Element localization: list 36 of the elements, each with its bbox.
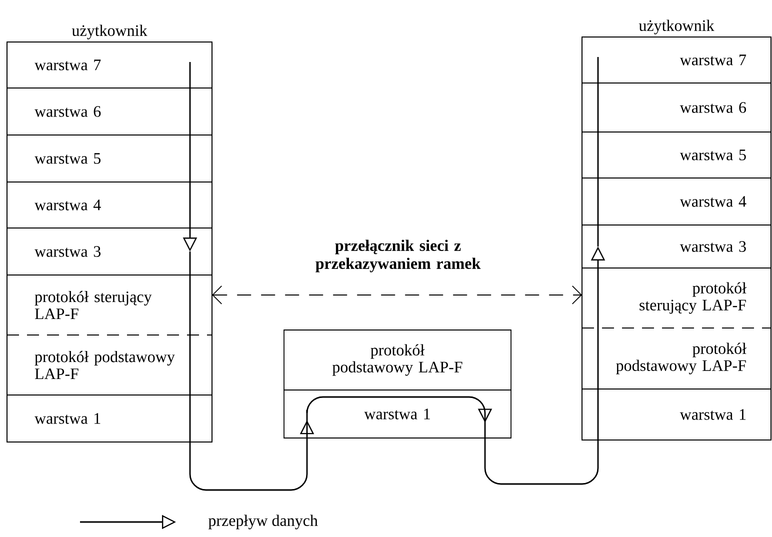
- protocol-box: protokół podstawowy LAP-F: [284, 330, 512, 390]
- layer-row: warstwa 5: [582, 132, 772, 178]
- layer-row: warstwa 7: [6, 42, 212, 88]
- data-flow-line: [189, 365, 191, 418]
- data-flow-line: [597, 202, 599, 246]
- layer-row: protokół podstawowy LAP-F: [6, 334, 212, 396]
- data-flow-line: [306, 396, 599, 485]
- data-flow-line: [189, 305, 191, 365]
- layer-row: warstwa 5: [6, 134, 212, 182]
- legend-text: przepływ danych: [208, 514, 318, 530]
- layer-row: warstwa 1: [6, 394, 212, 442]
- data-flow-line: [597, 57, 599, 108]
- layer-row: protokół sterujący LAP-F: [6, 274, 212, 336]
- data-flow-line: [189, 252, 191, 305]
- node-label: użytkownik: [72, 24, 148, 40]
- layer-row: warstwa 3: [6, 228, 212, 276]
- layer-row: warstwa 6: [582, 82, 772, 132]
- layer-row: protokół sterujący LAP-F: [582, 268, 772, 328]
- layer-row: warstwa 4: [582, 178, 772, 226]
- data-flow-line: [597, 155, 599, 202]
- data-flow-line: [597, 298, 599, 358]
- switch-label: przełącznik sieci z przekazywaniem ramek: [316, 240, 481, 272]
- layer-row: warstwa 3: [582, 224, 772, 268]
- layer-row: protokół podstawowy LAP-F: [582, 328, 772, 390]
- layer-row: warstwa 6: [6, 88, 212, 136]
- node-label: użytkownik: [638, 20, 714, 34]
- protocol-box: warstwa 1: [284, 390, 512, 438]
- layer-row: warstwa 7: [582, 36, 772, 84]
- dashed-arrow: [212, 286, 582, 304]
- data-flow-line: [597, 358, 599, 414]
- layer-row: warstwa 4: [6, 182, 212, 228]
- data-flow-line: [189, 62, 191, 112]
- layer-row: warstwa 1: [582, 388, 772, 440]
- data-flow-line: [597, 108, 599, 155]
- data-flow-line: [189, 112, 191, 158]
- data-flow-line: [189, 158, 191, 205]
